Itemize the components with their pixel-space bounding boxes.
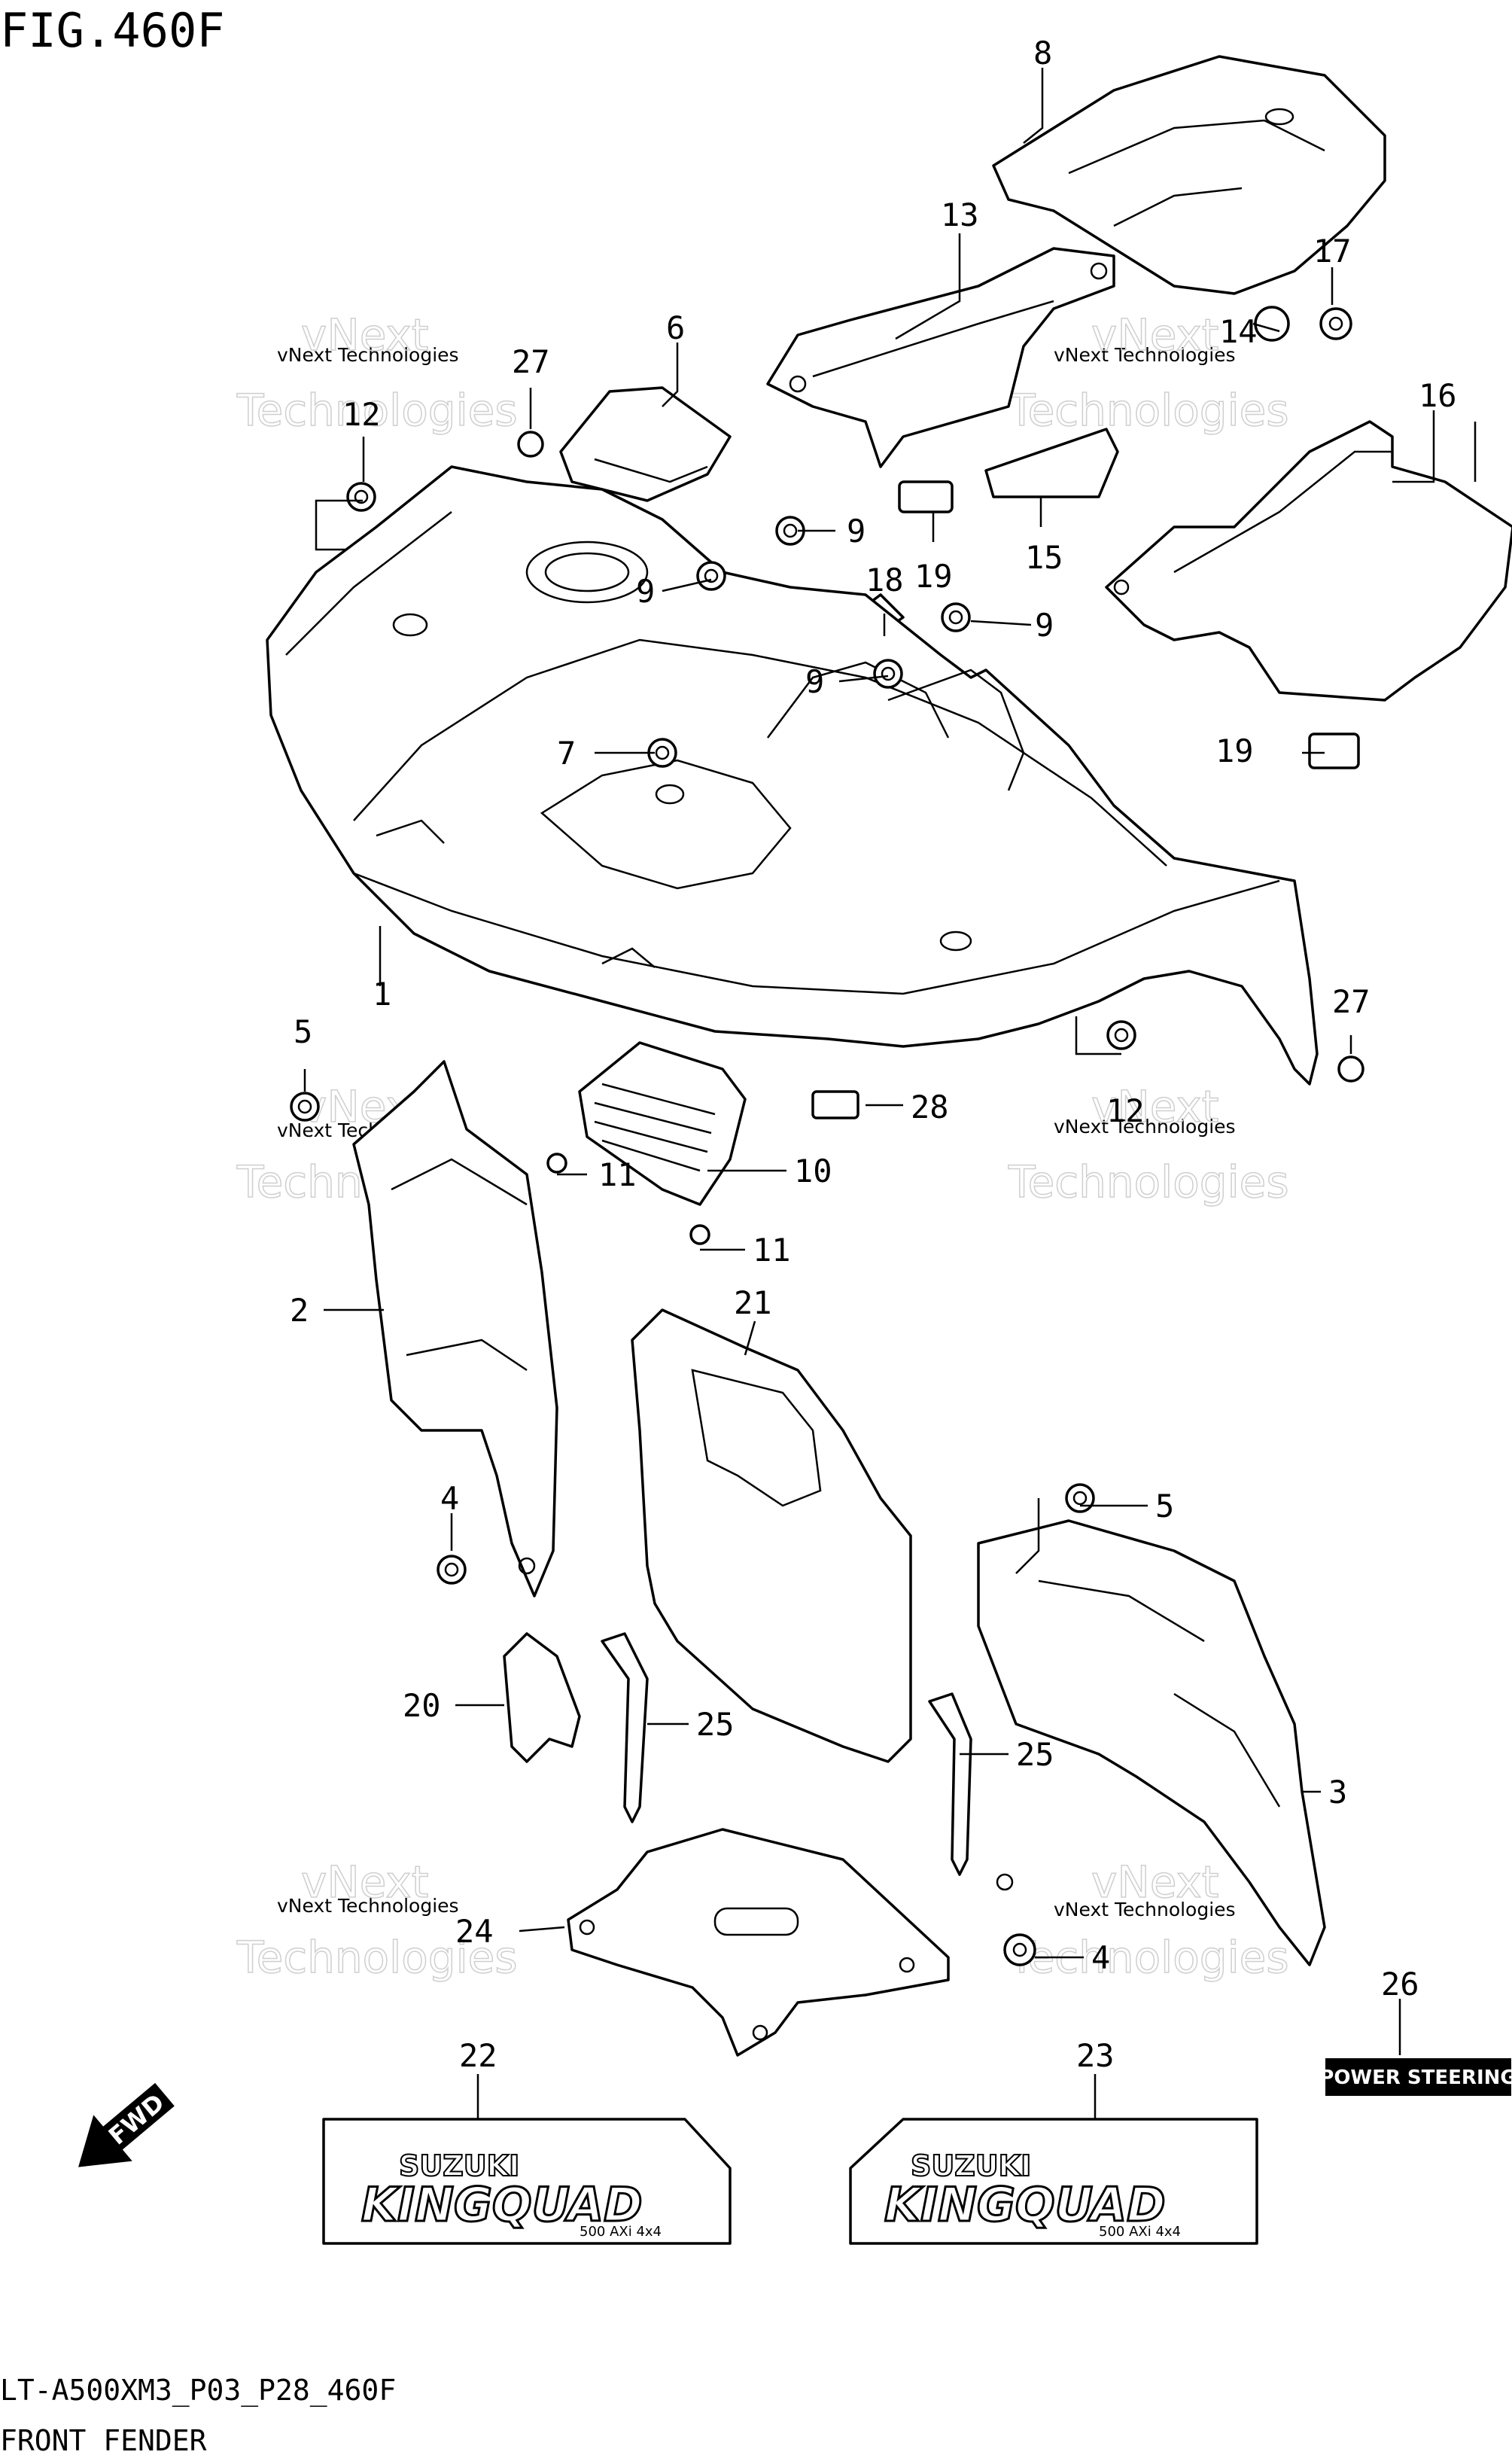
decal-23-model: KINGQUAD xyxy=(884,2177,1166,2232)
drawing-code: LT-A500XM3_P03_P28_460F xyxy=(0,2374,396,2408)
watermark-5: vNext Technologies vNext Technologies xyxy=(236,1856,518,1984)
callout-25a: 25 xyxy=(696,1706,735,1743)
part-16-panel xyxy=(1105,420,1512,702)
power-steering-text: POWER STEERING xyxy=(1319,2067,1512,2089)
part-15-pad xyxy=(984,428,1119,498)
part-21-panel xyxy=(631,1308,912,1763)
part-28-block xyxy=(811,1090,859,1119)
decal-23-brand: SUZUKI xyxy=(911,2149,1031,2182)
part-24-skid-plate xyxy=(567,1828,950,2057)
part-20-bracket xyxy=(503,1632,581,1763)
watermark-line2: Technologies xyxy=(1008,385,1289,436)
callout-16: 16 xyxy=(1419,377,1457,414)
callout-12a: 12 xyxy=(342,396,381,433)
watermark-6: vNext Technologies vNext Technologies xyxy=(1007,1856,1289,1984)
callout-26: 26 xyxy=(1381,1966,1419,2003)
callout-27a: 27 xyxy=(512,343,550,380)
watermark-1: vNext Technologies vNext Technologies xyxy=(236,309,518,437)
watermark-line1: vNext xyxy=(301,1856,428,1908)
decal-22-left: SUZUKI KINGQUAD 500 AXi 4x4 xyxy=(322,2118,732,2245)
callout-5a: 5 xyxy=(294,1013,312,1050)
decal-23-variant: 500 AXi 4x4 xyxy=(1099,2224,1181,2240)
watermark-small-text: vNext Technologies xyxy=(1054,344,1236,366)
callout-3: 3 xyxy=(1328,1774,1347,1811)
callouts: 8 13 17 14 16 6 27 12 9 9 9 9 18 19 15 1… xyxy=(290,35,1457,2074)
part-8-cover xyxy=(992,55,1386,295)
watermark-line1: vNext xyxy=(1091,1081,1218,1132)
callout-12b: 12 xyxy=(1106,1092,1145,1129)
callout-18: 18 xyxy=(866,562,904,598)
callout-17: 17 xyxy=(1313,233,1352,270)
callout-5b: 5 xyxy=(1155,1488,1174,1524)
callout-11b: 11 xyxy=(753,1232,791,1269)
watermark-line1: vNext xyxy=(301,309,428,361)
callout-15: 15 xyxy=(1025,539,1063,576)
decal-22-variant: 500 AXi 4x4 xyxy=(580,2224,662,2240)
callout-7: 7 xyxy=(557,735,576,772)
figure-caption: FRONT FENDER xyxy=(0,2424,207,2457)
callout-28: 28 xyxy=(911,1089,949,1125)
watermark-small-text: vNext Technologies xyxy=(277,1895,459,1917)
callout-4b: 4 xyxy=(1091,1939,1110,1976)
figure-title: FIG.460F xyxy=(0,3,225,58)
callout-21: 21 xyxy=(734,1284,772,1321)
callout-6: 6 xyxy=(666,309,685,346)
decal-22-model: KINGQUAD xyxy=(361,2177,643,2232)
callout-10: 10 xyxy=(794,1153,832,1189)
watermark-small-text: vNext Technologies xyxy=(277,344,459,366)
part-19b-block xyxy=(1308,732,1360,769)
watermark-line2: Technologies xyxy=(236,385,518,436)
fasteners xyxy=(290,306,1364,1966)
power-steering-decal: POWER STEERING xyxy=(1319,2058,1512,2096)
part-6-lid xyxy=(559,386,732,502)
callout-25b: 25 xyxy=(1016,1736,1054,1773)
fwd-arrow-icon: FWD xyxy=(78,2082,175,2167)
part-19a-block xyxy=(898,480,954,513)
watermark-2: vNext Technologies vNext Technologies xyxy=(1007,309,1289,437)
callout-13: 13 xyxy=(941,196,979,233)
callout-20: 20 xyxy=(403,1687,441,1724)
callout-23: 23 xyxy=(1076,2037,1115,2074)
part-1-front-fender xyxy=(266,465,1319,1086)
callout-8: 8 xyxy=(1033,35,1052,72)
watermark-line1: vNext xyxy=(1091,1856,1218,1908)
watermark-small-text: vNext Technologies xyxy=(1054,1116,1236,1138)
watermark-line2: Technologies xyxy=(236,1932,518,1983)
part-10-grille xyxy=(578,1041,747,1206)
callout-19a: 19 xyxy=(914,558,953,595)
part-25a-cable-tie xyxy=(601,1632,649,1823)
callout-27b: 27 xyxy=(1332,983,1371,1020)
callout-2: 2 xyxy=(290,1292,309,1329)
watermark-small-text: vNext Technologies xyxy=(1054,1899,1236,1920)
part-25b-cable-tie xyxy=(928,1692,972,1876)
part-13-bracket xyxy=(766,247,1115,468)
watermark-4: vNext Technologies vNext Technologies xyxy=(1007,1080,1289,1208)
callout-9b: 9 xyxy=(636,573,655,610)
decal-22-brand: SUZUKI xyxy=(399,2149,519,2182)
watermark-line1: vNext xyxy=(1091,309,1218,361)
callout-9c: 9 xyxy=(1035,607,1054,644)
callout-19b: 19 xyxy=(1215,732,1254,769)
callout-1: 1 xyxy=(373,976,391,1013)
callout-9a: 9 xyxy=(847,513,866,550)
callout-4a: 4 xyxy=(440,1480,459,1517)
decal-23-right: SUZUKI KINGQUAD 500 AXi 4x4 xyxy=(849,2118,1258,2245)
part-2-left-inner-fender xyxy=(352,1060,558,1597)
watermark-line2: Technologies xyxy=(1008,1156,1289,1208)
callout-11a: 11 xyxy=(598,1156,637,1193)
callout-9d: 9 xyxy=(805,663,824,700)
callout-14: 14 xyxy=(1219,313,1258,350)
part-3-right-inner-fender xyxy=(977,1519,1326,1966)
callout-24: 24 xyxy=(455,1913,494,1950)
callout-22: 22 xyxy=(459,2037,497,2074)
